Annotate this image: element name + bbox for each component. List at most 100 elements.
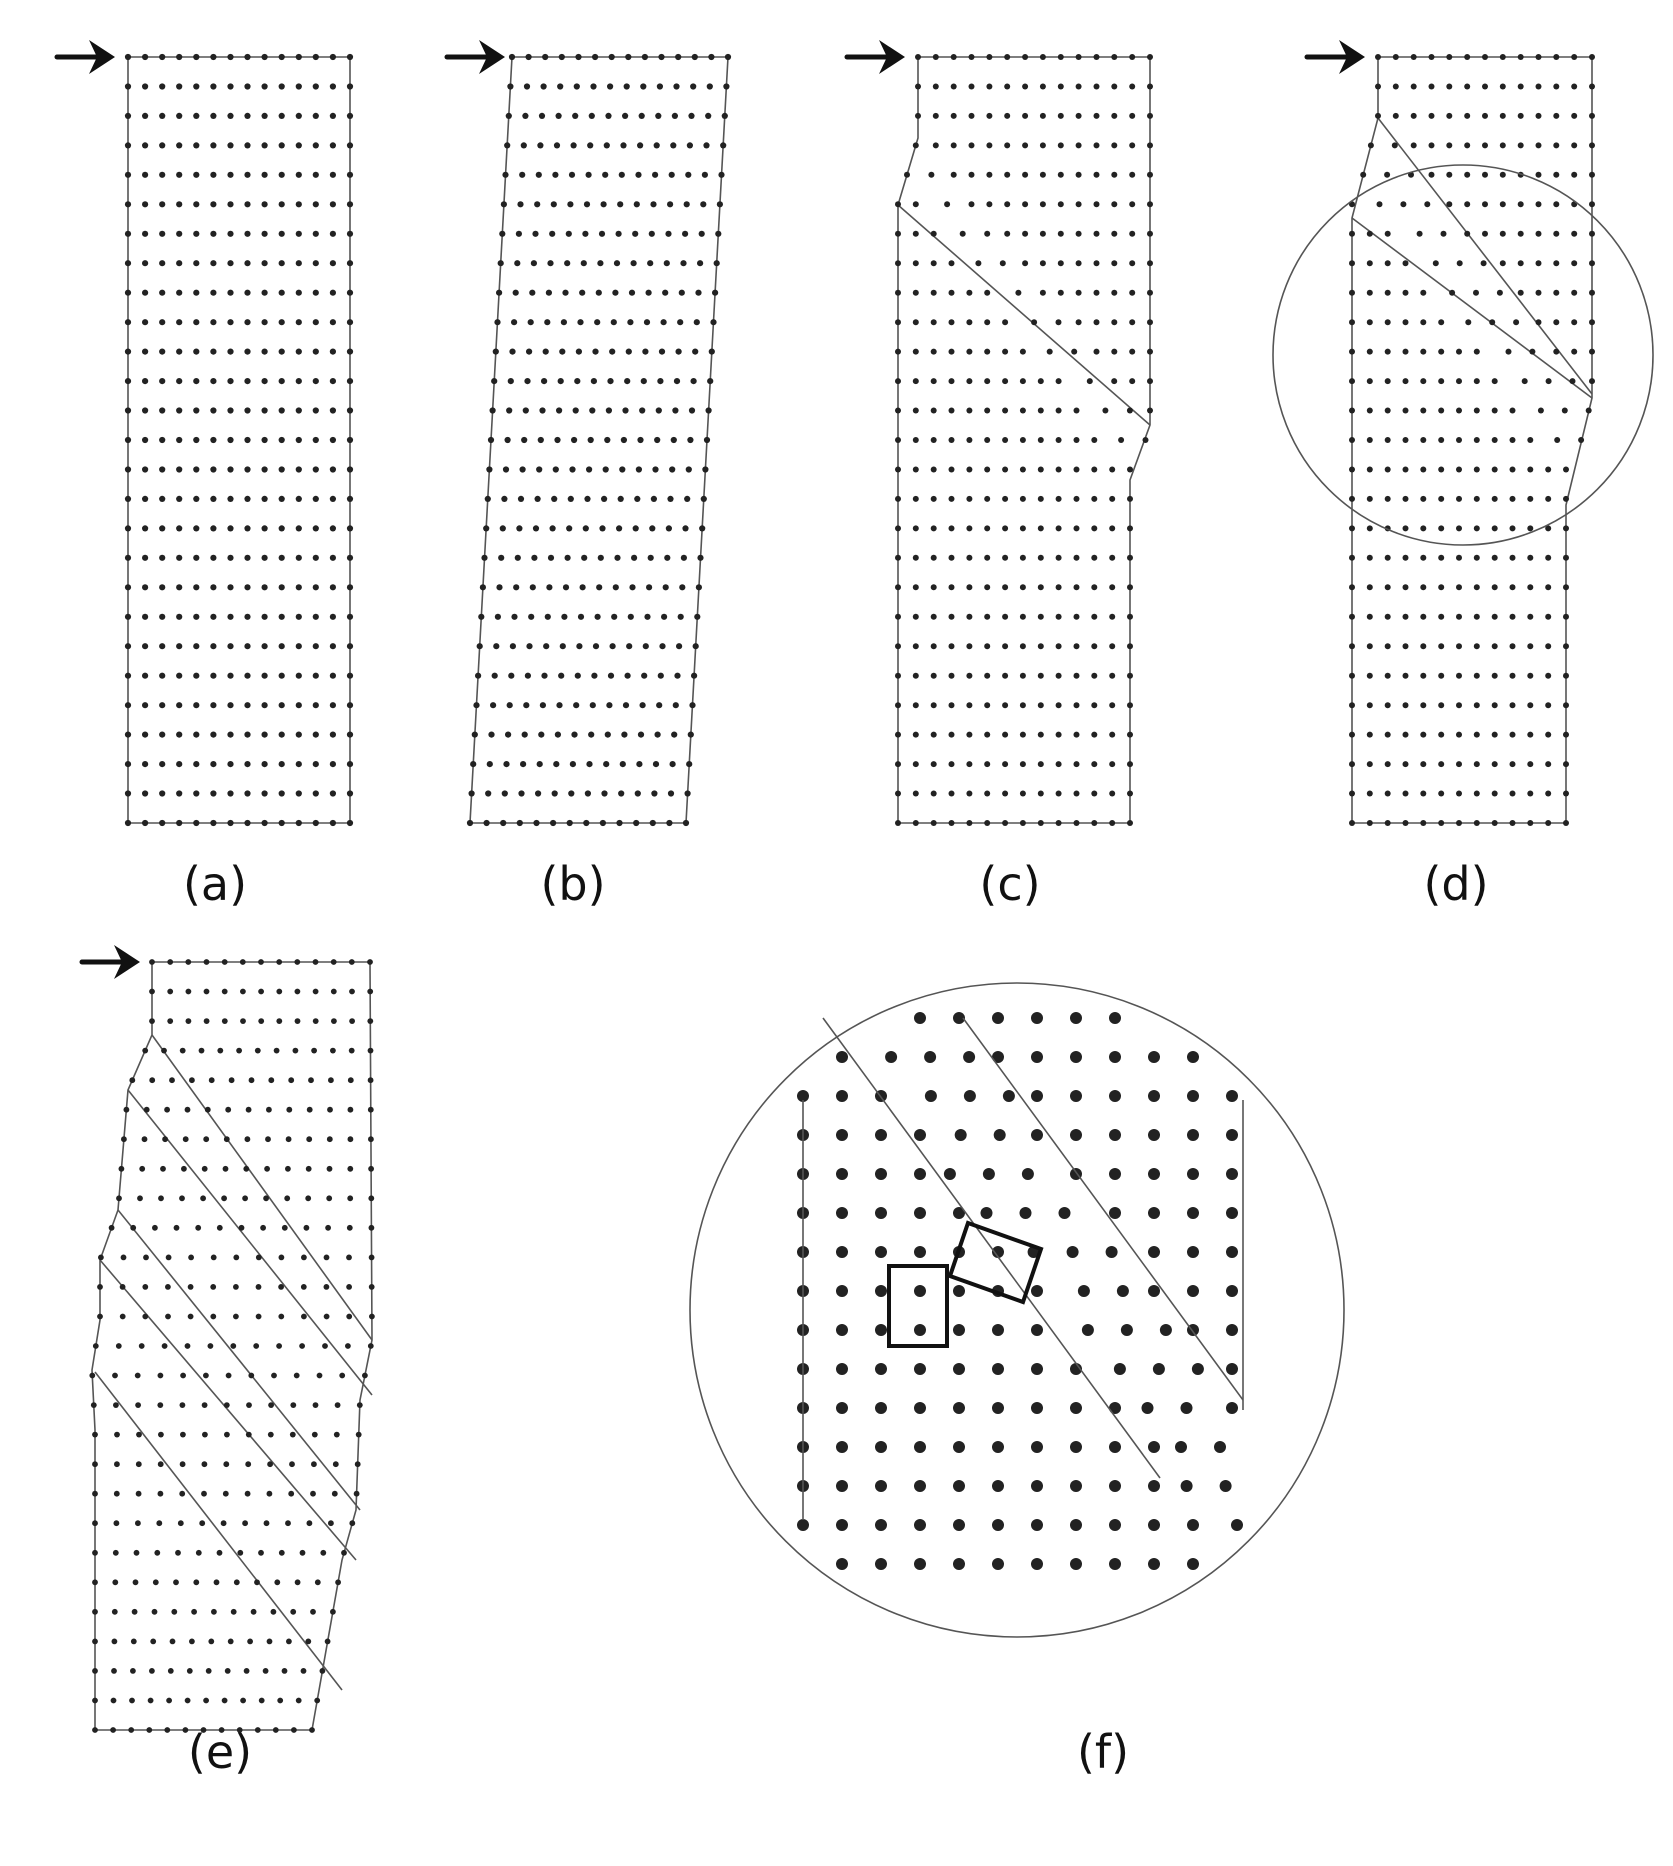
lattice-atom bbox=[682, 819, 690, 827]
lattice-atom bbox=[278, 525, 285, 532]
lattice-atom bbox=[555, 112, 562, 119]
lattice-atom bbox=[1055, 761, 1062, 768]
lattice-atom bbox=[1075, 112, 1082, 119]
lattice-atom bbox=[930, 378, 937, 385]
lattice-atom bbox=[245, 1461, 252, 1468]
lattice-atom bbox=[1438, 790, 1445, 797]
lattice-atom bbox=[261, 554, 268, 561]
lattice-atom bbox=[1127, 613, 1133, 620]
lattice-atom bbox=[502, 466, 510, 473]
lattice-atom bbox=[223, 1461, 230, 1468]
lattice-atom bbox=[536, 466, 543, 473]
lattice-atom bbox=[1057, 289, 1064, 296]
lattice-atom bbox=[622, 112, 629, 119]
lattice-atom bbox=[481, 554, 488, 561]
lattice-atom bbox=[210, 1284, 217, 1290]
lattice-atom bbox=[953, 1285, 965, 1297]
lattice-atom bbox=[697, 554, 704, 561]
lattice-atom bbox=[193, 643, 200, 650]
lattice-atom bbox=[1111, 230, 1118, 237]
lattice-atom bbox=[278, 1284, 284, 1290]
lattice-atom bbox=[210, 525, 217, 532]
lattice-atom bbox=[295, 554, 302, 561]
lattice-atom bbox=[504, 436, 511, 444]
lattice-atom bbox=[262, 1668, 269, 1674]
lattice-atom bbox=[836, 1519, 848, 1531]
lattice-atom bbox=[139, 1165, 146, 1172]
lattice-atom bbox=[367, 1343, 374, 1349]
lattice-atom bbox=[1147, 171, 1153, 178]
lattice-atom bbox=[1055, 702, 1062, 709]
lattice-atom bbox=[1148, 1129, 1160, 1141]
lattice-atom bbox=[1509, 672, 1516, 679]
lattice-atom bbox=[1589, 142, 1595, 149]
lattice-atom bbox=[368, 1165, 374, 1172]
lattice-atom bbox=[930, 466, 937, 473]
lattice-atom bbox=[1022, 201, 1029, 208]
lattice-atom bbox=[1535, 230, 1542, 237]
lattice-atom bbox=[1420, 702, 1427, 709]
lattice-atom bbox=[1002, 319, 1009, 326]
lattice-atom bbox=[326, 1195, 333, 1202]
lattice-atom bbox=[1109, 1051, 1121, 1063]
lattice-atom bbox=[614, 554, 621, 561]
lattice-atom bbox=[1004, 54, 1011, 60]
lattice-atom bbox=[124, 731, 132, 738]
lattice-atom bbox=[530, 260, 538, 267]
lattice-atom bbox=[924, 1090, 937, 1102]
lattice-atom bbox=[1070, 1441, 1082, 1453]
lattice-atom bbox=[1438, 613, 1445, 620]
lattice-atom bbox=[672, 702, 679, 709]
lattice-atom bbox=[665, 230, 672, 237]
lattice-atom bbox=[185, 1018, 192, 1024]
lattice-atom bbox=[294, 1579, 301, 1586]
lattice-atom bbox=[1111, 112, 1118, 119]
lattice-atom bbox=[347, 1106, 354, 1113]
lattice-atom bbox=[1402, 731, 1409, 738]
lattice-atom bbox=[1002, 643, 1009, 650]
lattice-atom bbox=[1438, 643, 1445, 650]
lattice-atom bbox=[699, 525, 706, 532]
lattice-atom bbox=[914, 1285, 926, 1297]
lattice-atom bbox=[533, 819, 540, 827]
lattice-atom bbox=[966, 820, 973, 826]
lattice-atom bbox=[1019, 613, 1026, 620]
lattice-atom bbox=[1111, 171, 1118, 178]
lattice-atom bbox=[930, 437, 937, 443]
lattice-atom bbox=[1037, 672, 1044, 679]
lattice-atom bbox=[525, 53, 532, 61]
lattice-atom bbox=[1571, 319, 1578, 326]
lattice-atom bbox=[603, 142, 610, 149]
lattice-atom bbox=[210, 171, 217, 178]
lattice-atom bbox=[1073, 820, 1080, 826]
lattice-atom bbox=[300, 1284, 307, 1290]
lattice-atom bbox=[1073, 554, 1080, 561]
lattice-atom bbox=[1509, 584, 1516, 591]
lattice-atom bbox=[1571, 142, 1578, 149]
lattice-atom bbox=[1392, 54, 1399, 60]
lattice-atom bbox=[963, 1090, 976, 1102]
lattice-atom bbox=[1517, 289, 1524, 296]
lattice-atom bbox=[912, 289, 919, 296]
lattice-atom bbox=[1420, 378, 1427, 385]
lattice-atom bbox=[1402, 495, 1409, 502]
lattice-atom bbox=[612, 584, 619, 591]
lattice-atom bbox=[930, 613, 937, 620]
lattice-atom bbox=[1077, 1285, 1090, 1297]
lattice-atom bbox=[278, 584, 285, 591]
lattice-atom bbox=[1187, 1207, 1199, 1219]
lattice-atom bbox=[1491, 554, 1498, 561]
lattice-atom bbox=[332, 1461, 339, 1468]
lattice-atom bbox=[1392, 83, 1399, 90]
lattice-atom bbox=[1456, 613, 1462, 620]
lattice-atom bbox=[210, 289, 217, 296]
lattice-atom bbox=[346, 1254, 352, 1261]
lattice-atom bbox=[124, 53, 132, 61]
lattice-atom bbox=[521, 731, 528, 738]
lattice-atom bbox=[306, 1106, 313, 1113]
lattice-atom bbox=[335, 1579, 341, 1586]
lattice-atom bbox=[700, 495, 707, 502]
lattice-atom bbox=[142, 112, 149, 119]
lattice-atom bbox=[1093, 83, 1100, 90]
lattice-atom bbox=[295, 1697, 302, 1704]
